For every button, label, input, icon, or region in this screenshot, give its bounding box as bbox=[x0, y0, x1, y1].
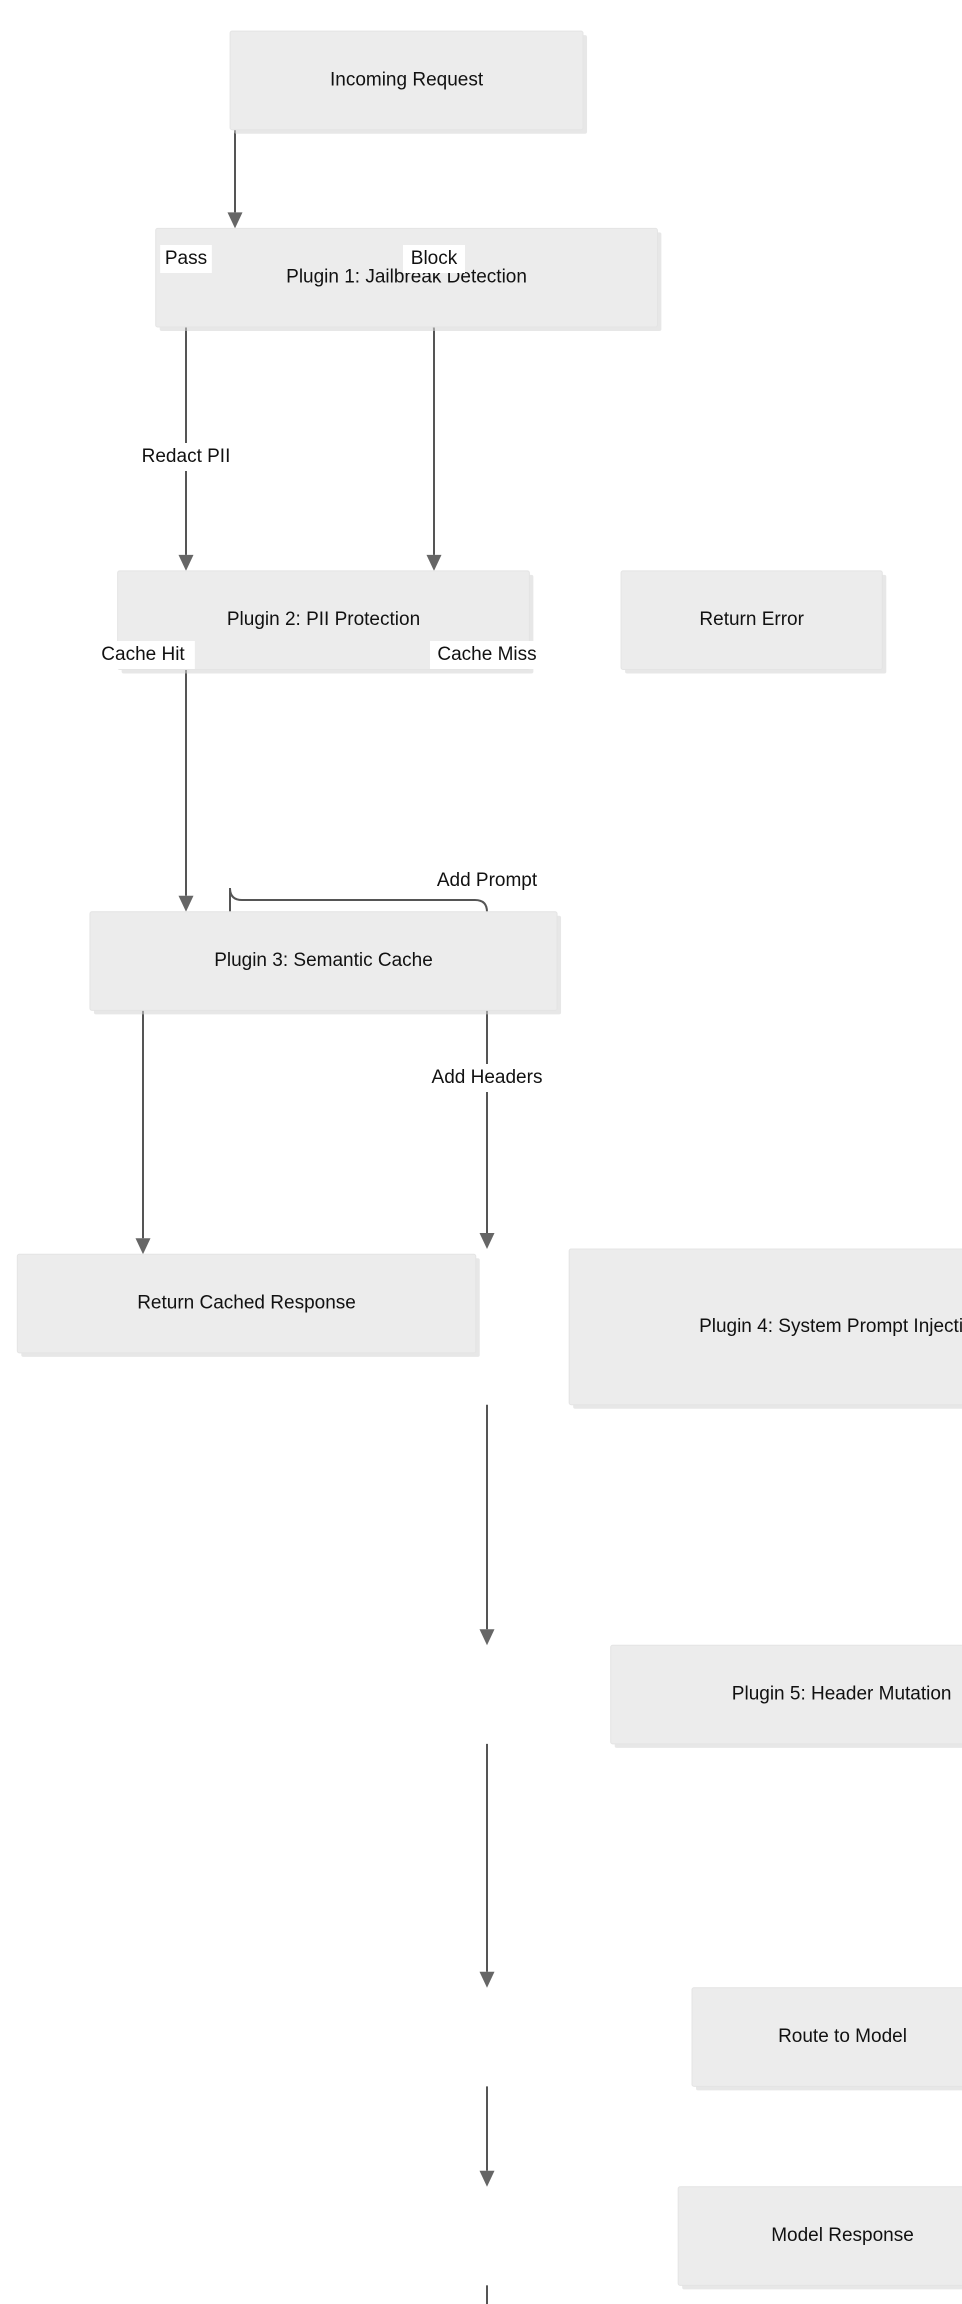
edge-label-backdrop bbox=[430, 641, 544, 669]
edge-plugin2-redact bbox=[178, 669, 194, 912]
edge-label-backdrop bbox=[424, 1064, 550, 1092]
node-box[interactable] bbox=[16, 1253, 477, 1354]
edge-plugin5-add-headers-label: Add Headers bbox=[424, 1064, 550, 1092]
edge-plugin3-cache-hit bbox=[135, 1010, 151, 1255]
node-model-response[interactable]: Model Response bbox=[677, 2186, 962, 2290]
node-box[interactable] bbox=[229, 30, 584, 131]
node-plugin-3-cache[interactable]: Plugin 3: Semantic Cache bbox=[89, 911, 562, 1015]
node-label: Incoming Request bbox=[330, 69, 484, 90]
edge-arrowhead bbox=[178, 895, 194, 912]
edge-label: Cache Miss bbox=[437, 644, 536, 665]
edge-label-backdrop bbox=[403, 245, 465, 273]
edge-arrowhead bbox=[135, 1238, 151, 1255]
edge-arrowhead bbox=[426, 554, 442, 571]
node-route-to-model[interactable]: Route to Model bbox=[691, 1987, 962, 2091]
node-plugin-4-system-prompt[interactable]: Plugin 4: System Prompt Injection bbox=[568, 1248, 962, 1409]
edge-arrowhead bbox=[479, 2170, 495, 2187]
edge-plugin1-pass-label: Pass bbox=[160, 245, 212, 273]
edge-label: Cache Hit bbox=[101, 644, 185, 665]
edge-label: Redact PII bbox=[142, 446, 231, 467]
node-label: Plugin 2: PII Protection bbox=[227, 609, 420, 630]
edge-incoming-to-plugin1 bbox=[227, 129, 243, 229]
node-label: Plugin 5: Header Mutation bbox=[732, 1684, 952, 1705]
node-box[interactable] bbox=[620, 570, 883, 671]
edge-arrowhead bbox=[479, 1233, 495, 1250]
node-box[interactable] bbox=[691, 1987, 962, 2087]
edge-arrowhead bbox=[479, 1971, 495, 1988]
edge-route-to-response bbox=[479, 2086, 495, 2187]
edge-label: Pass bbox=[165, 248, 207, 269]
edge-label: Add Prompt bbox=[437, 870, 538, 891]
node-box[interactable] bbox=[677, 2186, 962, 2286]
edge-label: Block bbox=[411, 248, 458, 269]
node-plugin-5-header[interactable]: Plugin 5: Header Mutation bbox=[610, 1644, 962, 1748]
node-return-error[interactable]: Return Error bbox=[620, 570, 887, 674]
edge-line bbox=[229, 887, 488, 1234]
edge-arrowhead bbox=[227, 212, 243, 229]
edge-plugin5-add-headers bbox=[479, 1743, 495, 1988]
edge-plugin1-block-label: Block bbox=[403, 245, 465, 273]
edge-label-backdrop bbox=[129, 443, 243, 471]
edge-response-to-cache bbox=[486, 2285, 488, 2304]
node-box[interactable] bbox=[117, 570, 530, 671]
node-box[interactable] bbox=[568, 1248, 962, 1406]
node-box[interactable] bbox=[89, 911, 558, 1011]
edge-plugin3-cache-miss bbox=[229, 887, 495, 1250]
edge-plugin3-cache-miss-label: Cache Miss bbox=[430, 641, 544, 669]
node-label: Return Cached Response bbox=[137, 1293, 356, 1314]
edge-label-backdrop bbox=[91, 641, 195, 669]
node-label: Plugin 1: Jailbreak Detection bbox=[286, 267, 527, 288]
edge-label-backdrop bbox=[160, 245, 212, 273]
edge-plugin4-add-prompt bbox=[479, 1404, 495, 1646]
edge-arrowhead bbox=[178, 554, 194, 571]
node-label: Return Error bbox=[699, 609, 804, 630]
edge-plugin4-add-prompt-label: Add Prompt bbox=[430, 867, 544, 895]
edge-arrowhead bbox=[479, 1629, 495, 1646]
node-label: Model Response bbox=[771, 2225, 914, 2246]
edge-plugin3-cache-hit-label: Cache Hit bbox=[91, 641, 195, 669]
node-label: Route to Model bbox=[778, 2026, 907, 2047]
edge-line bbox=[279, 305, 435, 555]
edge-label: Add Headers bbox=[432, 1067, 543, 1088]
node-plugin-1-jailbreak[interactable]: Plugin 1: Jailbreak Detection bbox=[155, 227, 662, 331]
node-return-cached-response[interactable]: Return Cached Response bbox=[16, 1253, 480, 1357]
node-box[interactable] bbox=[610, 1644, 962, 1745]
node-label: Plugin 3: Semantic Cache bbox=[214, 950, 433, 971]
edge-plugin1-pass bbox=[178, 326, 194, 571]
node-incoming-request[interactable]: Incoming Request bbox=[229, 30, 588, 134]
node-label: Plugin 4: System Prompt Injection bbox=[699, 1316, 962, 1337]
edge-plugin1-block bbox=[279, 305, 442, 571]
node-box[interactable] bbox=[155, 227, 658, 328]
edge-label-backdrop bbox=[430, 867, 544, 895]
edge-plugin2-redact-label: Redact PII bbox=[129, 443, 243, 471]
